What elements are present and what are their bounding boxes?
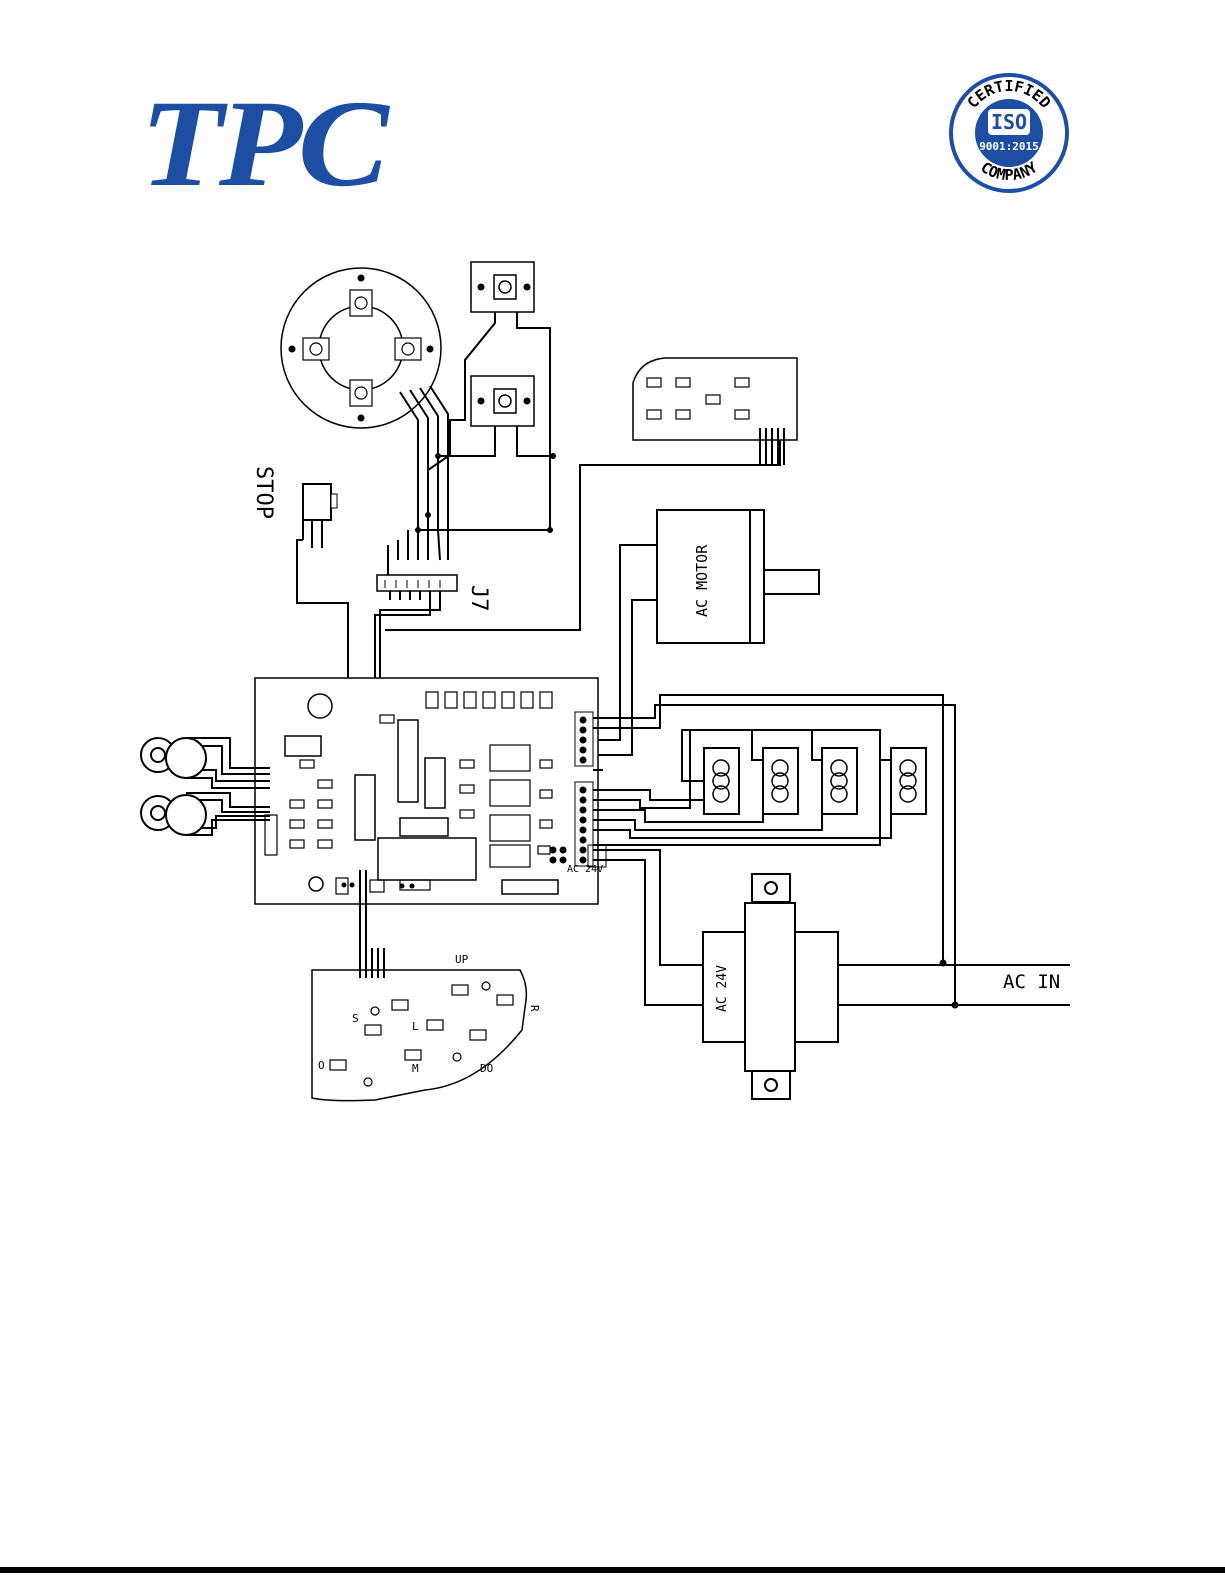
main-control-board [255,678,606,948]
remote-do-label: DO [480,1062,493,1075]
left-knob-1 [141,738,270,788]
left-knob-2 [141,793,270,835]
sensor-ring-board [281,268,441,428]
remote-r-label: R [528,1005,541,1012]
sensor-board-middle [471,376,534,426]
remote-s-label: S [352,1012,359,1025]
sensor-board-top [471,262,534,312]
connector-j7-label: J7 [466,585,491,612]
ac-motor [657,510,819,643]
board-ac24-label: AC 24V [567,864,603,875]
remote-o-label: O [318,1059,325,1072]
remote-l-label: L [412,1020,419,1033]
remote-up-label: UP [455,953,469,966]
connector-j7 [377,560,457,600]
ac-in-label: AC IN [1003,971,1060,993]
keypad-board-bottom [312,948,526,1101]
transformer-label: AC 24V [715,965,730,1012]
footer-rule [0,1567,1225,1573]
remote-m-label: M [412,1062,419,1075]
stop-label: STOP [251,466,276,519]
keypad-board-top [633,358,797,465]
motor-label: AC MOTOR [693,544,711,617]
transformer [593,850,1070,1099]
